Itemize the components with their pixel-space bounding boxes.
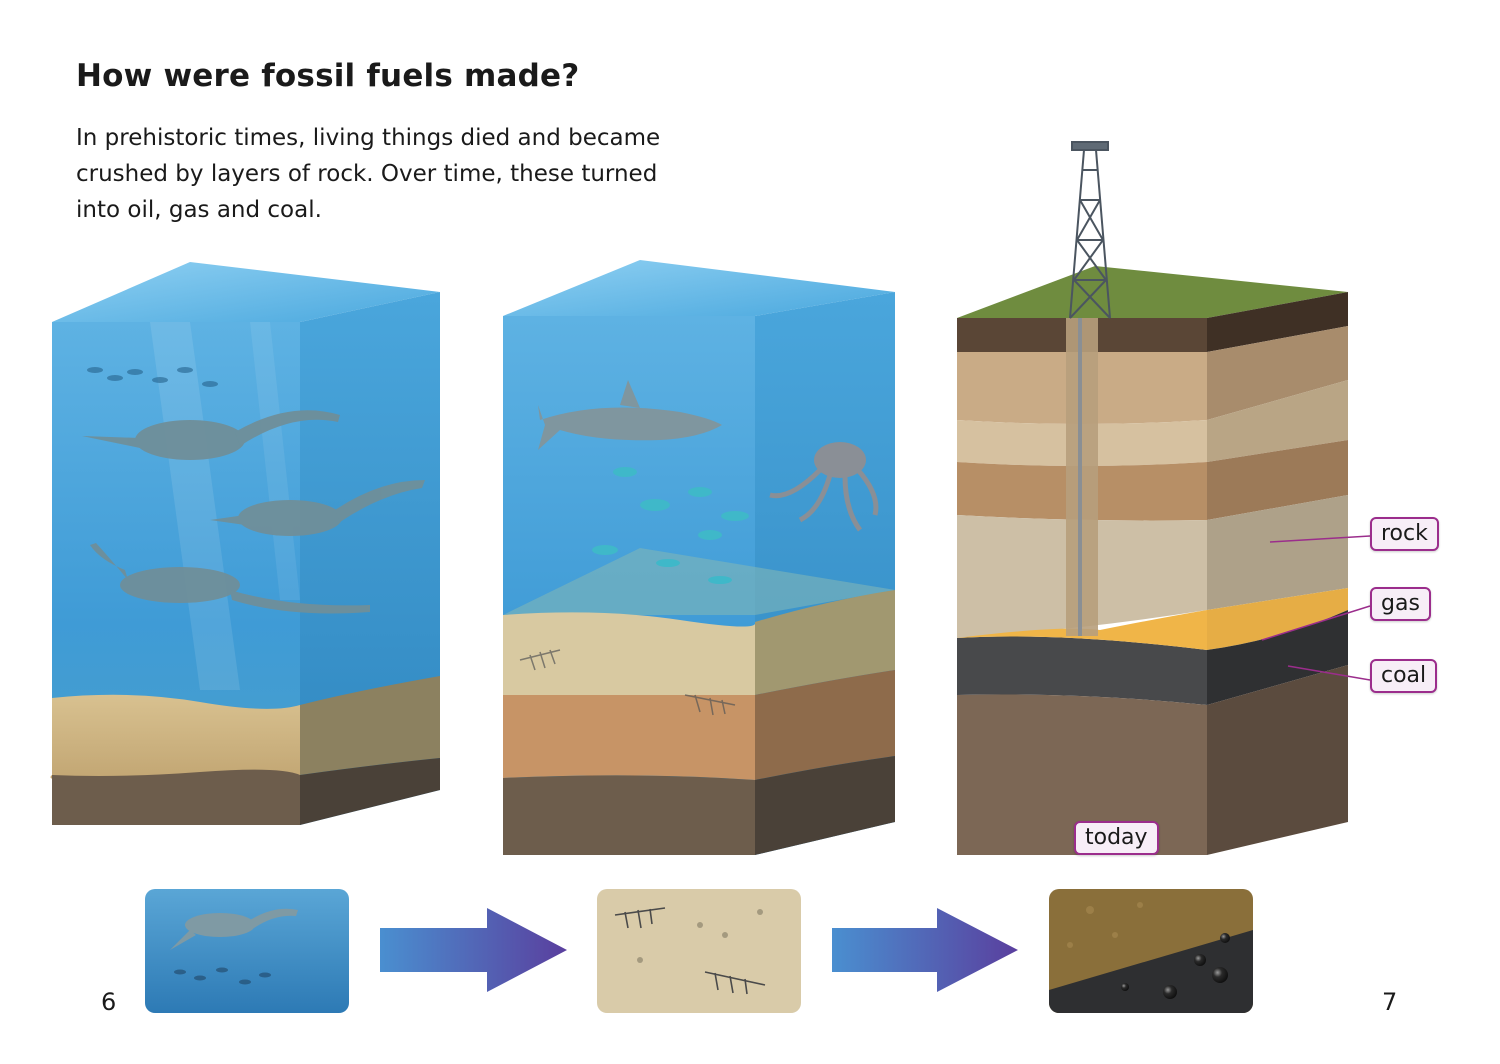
arrow-1 — [380, 908, 567, 992]
octopus-figure — [769, 442, 879, 532]
grass-surface — [957, 266, 1348, 318]
page-number-right: 7 — [1382, 988, 1398, 1016]
shark-figure — [538, 405, 722, 450]
plesiosaur-group — [82, 410, 425, 614]
block-today — [957, 141, 1348, 855]
block-fossils-forming — [503, 260, 895, 855]
oil-derrick — [1069, 141, 1111, 319]
block-prehistoric-sea — [50, 262, 440, 825]
label-rock: rock — [1370, 517, 1439, 551]
intro-paragraph: In prehistoric times, living things died… — [76, 125, 661, 223]
arrow-2 — [832, 908, 1018, 992]
page-number-left: 6 — [101, 988, 117, 1016]
label-connectors — [1261, 535, 1371, 681]
label-coal: coal — [1370, 659, 1438, 693]
thumbnail-sea-creatures — [145, 889, 349, 1013]
label-gas: gas — [1370, 587, 1431, 621]
thumbnail-fossils — [597, 889, 801, 1013]
label-today: today — [1074, 821, 1159, 855]
thumbnail-coal-oil — [1049, 889, 1253, 1013]
page-title: How were fossil fuels made? — [76, 58, 580, 94]
water-surface — [52, 262, 440, 322]
